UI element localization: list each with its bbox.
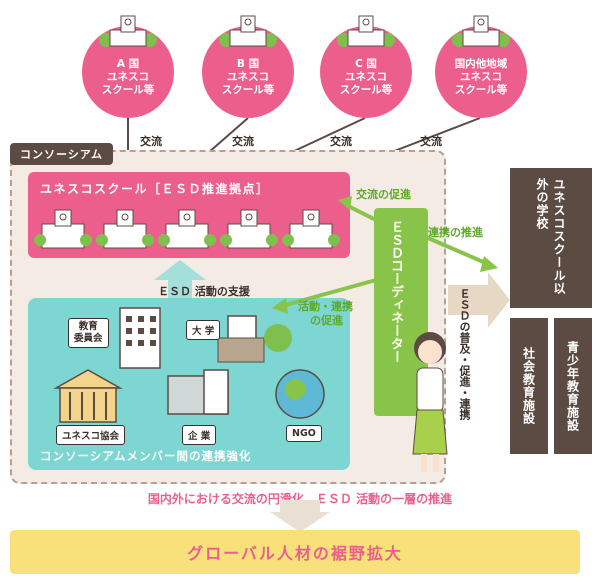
esd-support-label: ＥＳＤ 活動の支援 (158, 285, 250, 298)
down-arrow-icon (270, 500, 330, 532)
exchange-label-d: 交流 (420, 135, 442, 148)
non-unesco-schools-box: ユネスコスクール以外の学校 (510, 168, 592, 308)
exchange-label-a: 交流 (140, 135, 162, 148)
member-unesco-assoc-label: ユネスコ協会 (56, 425, 126, 445)
member-illustrations (53, 307, 325, 423)
bottom-banner-text: グローバル人材の裾野拡大 (187, 544, 403, 563)
bottom-banner (10, 530, 580, 574)
member-ngo-label: NGO (286, 425, 322, 442)
exchange-label-c: 交流 (330, 135, 352, 148)
social-education-box: 社会教育施設 (510, 318, 548, 454)
exchange-label-b: 交流 (232, 135, 254, 148)
members-title: コンソーシアムメンバー間の連携強化 (40, 449, 252, 463)
social-education-label: 社会教育施設 (521, 347, 536, 425)
youth-education-label: 青少年教育施設 (565, 340, 580, 432)
school-row-icons (34, 209, 340, 249)
youth-education-box: 青少年教育施設 (554, 318, 592, 454)
promote-cooperation-label: 連携の推進 (428, 226, 483, 239)
promote-activity-label-2: の促進 (310, 314, 343, 327)
coordinator-person-icon (412, 332, 448, 472)
non-unesco-schools-label: ユネスコスクール以外の学校 (535, 178, 566, 295)
school-circle-b: B 国ユネスコスクール等 (202, 26, 294, 118)
school-building-icons (99, 15, 510, 47)
esd-coordinator-label: ＥＳＤコーディネーター (388, 220, 403, 363)
consortium-tag: コンソーシアム (10, 143, 114, 165)
member-university-label: 大 学 (186, 320, 221, 340)
school-circle-c: C 国ユネスコスクール等 (320, 26, 412, 118)
support-arrow-icon (154, 260, 206, 298)
bottom-caption: 国内外における交流の円滑化、ＥＳＤ 活動の一層の推進 (147, 492, 453, 506)
promote-exchange-label: 交流の促進 (356, 188, 411, 201)
member-company-label: 企 業 (182, 425, 217, 445)
unesco-school-title: ユネスコスクール［ＥＳＤ推進拠点］ (40, 182, 270, 196)
member-board-label: 教育 委員会 (68, 318, 109, 348)
promote-activity-label-1: 活動・連携 (298, 300, 353, 313)
esd-spread-label: ＥＳＤの普及・促進・連携 (458, 288, 471, 420)
